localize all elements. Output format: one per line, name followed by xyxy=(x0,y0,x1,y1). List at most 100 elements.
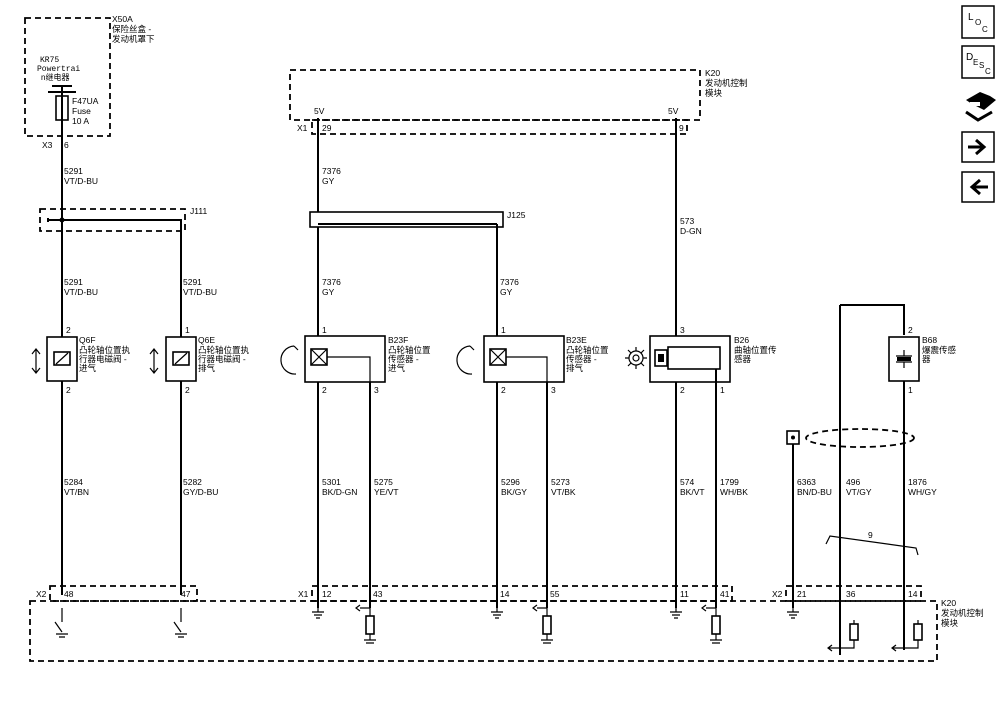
wire-5291-r-color: VT/D-BU xyxy=(183,287,217,297)
wire-7376-top-color: GY xyxy=(322,176,335,186)
x50a-desc-2: 发动机罩下 xyxy=(112,34,155,44)
x1-top-pin-right: 9 xyxy=(679,123,684,133)
wire-5296-color: BK/GY xyxy=(501,487,527,497)
b68-pin-bot: 1 xyxy=(908,385,913,395)
x3-label: X3 xyxy=(42,140,53,150)
desc-d: D xyxy=(966,52,973,63)
b26-pin-top: 3 xyxy=(680,325,685,335)
loc-o: O xyxy=(975,18,981,27)
ground-icon xyxy=(312,608,799,619)
loc-button[interactable]: L O C xyxy=(961,5,995,39)
x1-top-pin-left: 29 xyxy=(322,123,332,133)
b23e-pin-bl: 2 xyxy=(501,385,506,395)
b23f-pin-top: 1 xyxy=(322,325,327,335)
x2-pin-36: 36 xyxy=(846,589,856,599)
k20-bottom-module-outline xyxy=(29,600,938,662)
kr75-line2: n继电器 xyxy=(41,72,69,82)
forward-arrow-button[interactable] xyxy=(961,131,995,163)
wire-5282-color: GY/D-BU xyxy=(183,487,218,497)
q6e-driver-icon xyxy=(173,608,187,638)
x2-bottom-right-label: X2 xyxy=(772,589,783,599)
wire-573-num: 573 xyxy=(680,216,694,226)
desc-e: E xyxy=(973,58,978,67)
b23e-pin-top: 1 xyxy=(501,325,506,335)
wire-5291-top-num: 5291 xyxy=(64,166,83,176)
k20-bot-id: K20 xyxy=(941,598,956,608)
b23f-l1: 凸轮轴位置 xyxy=(388,345,431,355)
q6f-actuator-arrow-icon xyxy=(31,348,41,374)
x1-bottom-label: X1 xyxy=(298,589,309,599)
k20-top-module-outline xyxy=(289,69,701,121)
x50a-fuse-box-outline xyxy=(24,17,111,137)
b23f-sensor-box xyxy=(304,335,386,383)
j111-bus xyxy=(47,218,182,595)
desc-s: S xyxy=(979,61,984,70)
q6e-l2: 行器电磁阀 - xyxy=(198,354,246,364)
b23e-rotation-icon xyxy=(456,345,475,375)
x2-bottom-connector xyxy=(49,585,198,602)
wire-574-color: BK/VT xyxy=(680,487,705,497)
wire-573-color: D-GN xyxy=(680,226,702,236)
b23f-l3: 进气 xyxy=(388,363,406,373)
b23e-id: B23E xyxy=(566,335,587,345)
signal-input-resistor-icon xyxy=(355,604,722,644)
x1-top-v-right: 5V xyxy=(668,106,679,116)
wire-574-num: 574 xyxy=(680,477,694,487)
q6f-driver-icon xyxy=(54,608,68,638)
wire-7376-top-num: 7376 xyxy=(322,166,341,176)
k20-bot-desc2: 模块 xyxy=(941,618,959,628)
q6f-pin-top: 2 xyxy=(66,325,71,335)
q6e-l1: 凸轮轴位置执 xyxy=(198,345,250,355)
k20-top-connector-x1 xyxy=(311,119,688,135)
b26-id: B26 xyxy=(734,335,749,345)
wire-1799-color: WH/BK xyxy=(720,487,748,497)
wire-1876-color: WH/GY xyxy=(908,487,937,497)
wire-5284-color: VT/BN xyxy=(64,487,89,497)
b26-pin-br: 1 xyxy=(720,385,725,395)
loc-l: L xyxy=(968,12,974,23)
b68-shield-loop xyxy=(840,304,905,335)
wire-5291-top-color: VT/D-BU xyxy=(64,176,98,186)
j111-label: J111 xyxy=(190,206,207,216)
x1-pin-41: 41 xyxy=(720,589,730,599)
x50a-id: X50A xyxy=(112,14,133,24)
x1-top-v-left: 5V xyxy=(314,106,325,116)
x2-pin-21: 21 xyxy=(797,589,807,599)
relay-contact-icon xyxy=(48,85,76,93)
b23e-l1: 凸轮轴位置 xyxy=(566,345,609,355)
q6e-pin-bot: 2 xyxy=(185,385,190,395)
kr75-line1: Powertrai xyxy=(37,65,80,74)
b26-pin-bl: 2 xyxy=(680,385,685,395)
q6e-pin-top: 1 xyxy=(185,325,190,335)
x2-pin-48: 48 xyxy=(64,589,74,599)
b23f-l2: 传感器 - xyxy=(388,354,419,364)
wire-5275-num: 5275 xyxy=(374,477,393,487)
b23f-pin-br: 3 xyxy=(374,385,379,395)
x50a-desc-1: 保险丝盒 - xyxy=(112,24,151,34)
k20-top-desc2: 模块 xyxy=(705,88,723,98)
desc-c: C xyxy=(985,67,991,76)
b23f-rotation-icon xyxy=(280,345,299,375)
gear-icon xyxy=(625,347,647,369)
back-arrow-button[interactable] xyxy=(961,171,995,203)
twist-label: 9 xyxy=(868,530,873,540)
x2-pin-14: 14 xyxy=(908,589,918,599)
fuse-line2: 10 A xyxy=(72,116,89,126)
k20-top-desc1: 发动机控制 xyxy=(705,78,748,88)
desc-button[interactable]: D E S C xyxy=(961,45,995,79)
wire-1876-num: 1876 xyxy=(908,477,927,487)
b26-l2: 感器 xyxy=(734,354,752,364)
x1-top-label: X1 xyxy=(297,123,308,133)
x1-pin-12: 12 xyxy=(322,589,332,599)
x2-pin-47: 47 xyxy=(181,589,191,599)
k20-top-id: K20 xyxy=(705,68,720,78)
x1-pin-43: 43 xyxy=(373,589,383,599)
connector-toggle-icon[interactable] xyxy=(965,92,996,122)
b68-id: B68 xyxy=(922,335,937,345)
j111-splice-outline xyxy=(39,208,186,232)
q6f-l2: 行器电磁阀 - xyxy=(79,354,127,364)
wire-6363-num: 6363 xyxy=(797,477,816,487)
wire-5273-color: VT/BK xyxy=(551,487,576,497)
wire-5282-num: 5282 xyxy=(183,477,202,487)
